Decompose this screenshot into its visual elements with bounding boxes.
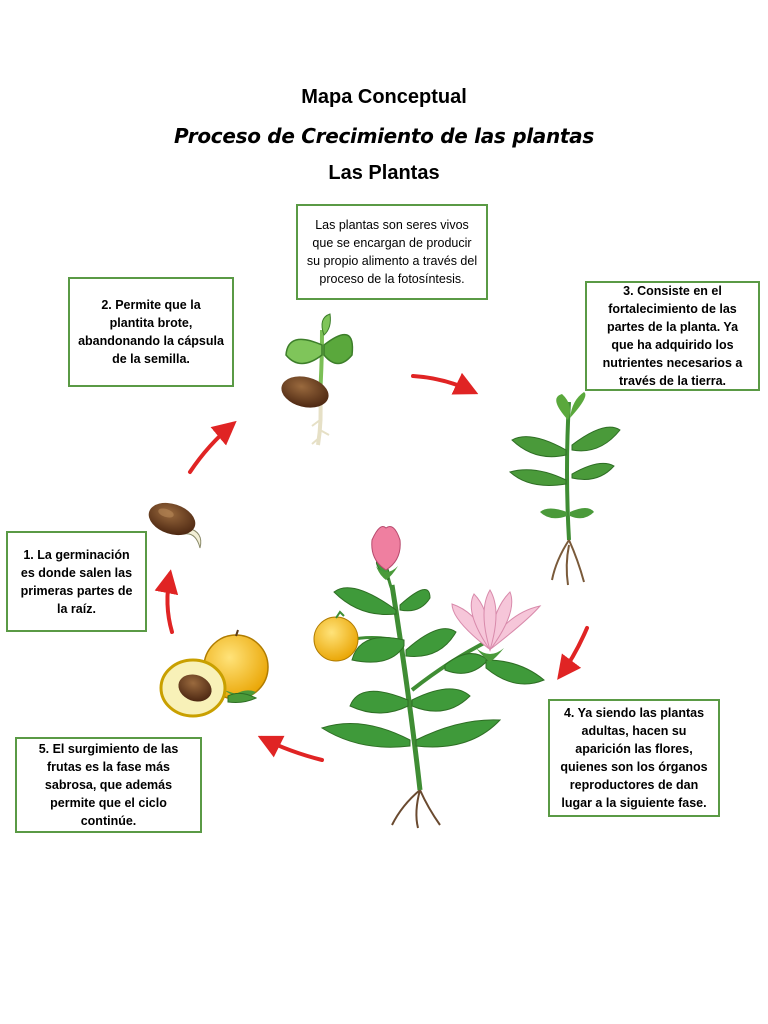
step-2-box: 2. Permite que la plantita brote, abando…: [68, 277, 234, 387]
step-2-text: 2. Permite que la plantita brote, abando…: [78, 298, 224, 366]
young-plant-icon: [508, 392, 621, 586]
intro-box: Las plantas son seres vivos que se encar…: [296, 204, 488, 300]
flowering-plant-icon: [313, 526, 545, 829]
arrow-seed-to-sprout: [188, 420, 237, 474]
page-subtitle: Proceso de Crecimiento de las plantas: [174, 124, 594, 148]
fruit-icon: [159, 629, 269, 718]
step-1-text: 1. La germinación es donde salen las pri…: [20, 547, 133, 616]
step-4-text: 4. Ya siendo las plantas adultas, hacen …: [560, 706, 708, 810]
step-3-box: 3. Consiste en el fortalecimiento de las…: [585, 281, 760, 391]
seed-icon: [148, 502, 202, 549]
step-5-box: 5. El surgimiento de las frutas es la fa…: [15, 737, 202, 833]
sprout-icon: [281, 313, 354, 446]
step-4-box: 4. Ya siendo las plantas adultas, hacen …: [548, 699, 720, 817]
step-3-text: 3. Consiste en el fortalecimiento de las…: [602, 284, 743, 388]
step-1-box: 1. La germinación es donde salen las pri…: [6, 531, 147, 632]
page-title: Mapa Conceptual: [301, 86, 467, 108]
arrow-sprout-to-young: [411, 372, 479, 395]
step-5-text: 5. El surgimiento de las frutas es la fa…: [38, 742, 179, 828]
arrow-fruit-to-seed: [154, 569, 179, 634]
cycle-arrow-icon: [154, 372, 589, 762]
arrow-young-to-flowering: [557, 626, 589, 680]
arrow-flowering-to-fruit: [257, 735, 324, 762]
topic-title: Las Plantas: [328, 162, 440, 184]
intro-text: Las plantas son seres vivos que se encar…: [306, 218, 478, 286]
